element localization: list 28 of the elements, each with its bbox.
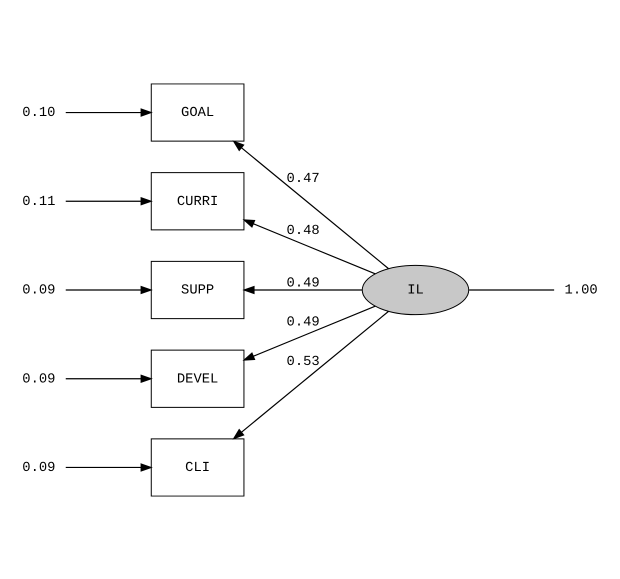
node-text: 1.00 [564, 283, 598, 298]
node-text: 0.09 [22, 460, 56, 476]
arrow [66, 196, 153, 206]
arrow [232, 310, 389, 440]
edge-label: 0.48 [286, 224, 320, 238]
node-box: SUPP [150, 260, 244, 319]
arrow [242, 305, 376, 360]
node-ellipse: IL [362, 264, 470, 315]
edge-label: 0.49 [286, 315, 320, 330]
node-box: DEVEL [150, 349, 244, 408]
edge-label: 0.47 [286, 171, 320, 186]
node-text: 0.10 [22, 106, 56, 121]
connector [469, 288, 554, 290]
node-box: CURRI [150, 172, 244, 230]
arrow [66, 285, 153, 294]
arrow [242, 285, 362, 294]
arrow [66, 108, 153, 116]
arrow [66, 462, 153, 472]
edge-label: 0.53 [286, 354, 320, 370]
arrow [232, 140, 389, 269]
node-text: 0.11 [22, 194, 56, 210]
node-text: 0.09 [22, 283, 56, 298]
node-box: CLI [150, 438, 244, 496]
arrow [66, 374, 153, 383]
node-text: 0.09 [22, 372, 56, 387]
arrow [242, 218, 376, 274]
edge-label: 0.49 [286, 276, 320, 291]
node-box: GOAL [150, 82, 244, 142]
